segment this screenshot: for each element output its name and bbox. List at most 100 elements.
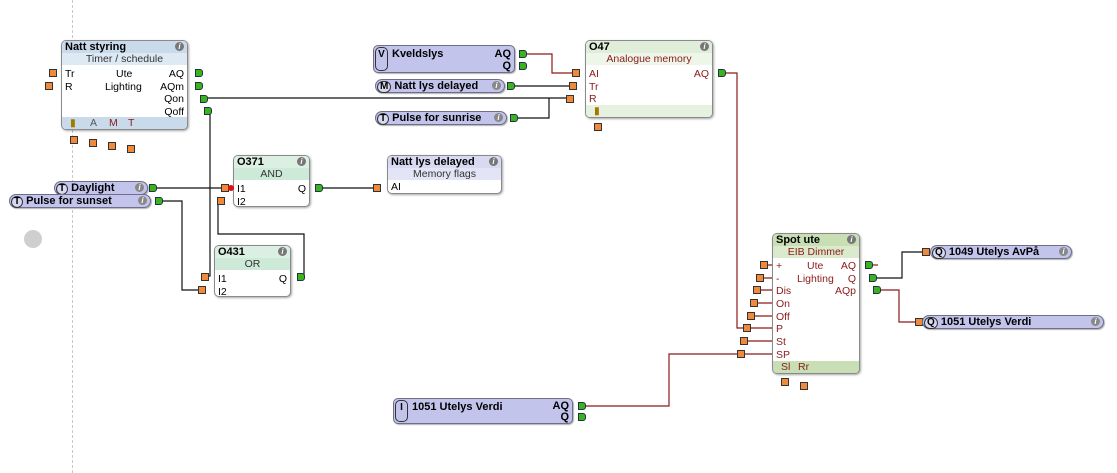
block-title: Daylight xyxy=(71,182,115,194)
output-pin-q[interactable] xyxy=(315,184,323,192)
param-pin-a[interactable] xyxy=(89,139,97,147)
input-label-plus: + xyxy=(776,260,783,272)
wire-spot-stubs xyxy=(742,264,773,355)
info-icon[interactable]: i xyxy=(278,247,287,256)
input-label-sp: SP xyxy=(776,349,791,361)
block-daylight[interactable]: T Daylight i xyxy=(54,181,148,195)
output-pin-aqp[interactable] xyxy=(873,286,881,294)
param-pin-t[interactable] xyxy=(127,145,135,153)
input-pin-on[interactable] xyxy=(750,299,758,307)
input-pin-i2[interactable] xyxy=(217,197,225,205)
output-pin-aq[interactable] xyxy=(519,50,527,58)
foot-param-rr: Rr xyxy=(798,361,810,373)
input-pin-r[interactable] xyxy=(566,95,574,103)
output-pin[interactable] xyxy=(149,184,157,192)
info-icon[interactable]: i xyxy=(138,196,147,205)
output-pin-aq[interactable] xyxy=(865,261,873,269)
block-pulse-for-sunset[interactable]: T Pulse for sunset i xyxy=(9,194,151,208)
foot-param-t: T xyxy=(128,117,135,129)
input-label-i2: I2 xyxy=(237,196,246,208)
input-pin-sp[interactable] xyxy=(737,350,745,358)
block-tag-m: M xyxy=(377,81,392,93)
input-pin-ai[interactable] xyxy=(572,69,580,77)
info-icon[interactable]: i xyxy=(1059,247,1068,256)
input-pin[interactable] xyxy=(922,248,930,256)
output-pin-aq[interactable] xyxy=(195,69,203,77)
output-pin[interactable] xyxy=(507,82,515,90)
output-pin[interactable] xyxy=(155,197,163,205)
output-pin-qoff[interactable] xyxy=(204,107,212,115)
block-title: Natt lys delayed xyxy=(394,80,479,92)
output-pin-aqm[interactable] xyxy=(195,82,203,90)
output-pin-aq[interactable] xyxy=(578,402,586,410)
input-pin-dis[interactable] xyxy=(753,286,761,294)
info-icon[interactable]: i xyxy=(847,235,856,244)
input-pin-plus[interactable] xyxy=(760,261,768,269)
output-label-qoff: Qoff xyxy=(164,106,184,118)
input-label-ai: AI xyxy=(589,68,599,80)
input-pin-ai[interactable] xyxy=(373,184,381,192)
info-icon[interactable]: i xyxy=(489,157,498,166)
input-pin-off[interactable] xyxy=(747,312,755,320)
block-title: Spot ute xyxy=(776,234,820,246)
input-pin-tr[interactable] xyxy=(49,69,57,77)
wire-kveldslys-to-ai xyxy=(526,53,572,74)
output-label-q: Q xyxy=(278,273,287,285)
block-name-line1: Ute xyxy=(116,68,133,80)
param-pin-sl[interactable] xyxy=(781,378,789,386)
page-guide-line xyxy=(72,0,73,473)
output-pin-q[interactable] xyxy=(519,62,527,70)
info-icon[interactable]: i xyxy=(135,183,144,192)
input-pin-tr[interactable] xyxy=(569,82,577,90)
block-title: O431 xyxy=(218,246,245,258)
info-icon[interactable]: i xyxy=(492,81,501,90)
block-tag-q: Q xyxy=(924,317,938,329)
param-pin-m[interactable] xyxy=(108,142,116,150)
block-natt-lys-delayed-m[interactable]: M Natt lys delayed i xyxy=(375,79,505,93)
output-pin-q[interactable] xyxy=(869,274,877,282)
output-pin-qon[interactable] xyxy=(200,95,208,103)
input-pin-st[interactable] xyxy=(740,337,748,345)
block-q-1049-utelys-avpa[interactable]: Q 1049 Utelys AvPå i xyxy=(930,245,1072,259)
block-title: Natt styring xyxy=(65,41,127,53)
wire-qoff-to-o431-i1 xyxy=(205,111,211,277)
output-pin-aq[interactable] xyxy=(718,69,726,77)
block-title: Pulse for sunrise xyxy=(392,112,482,124)
param-pin-rr[interactable] xyxy=(800,382,808,390)
input-pin-p[interactable] xyxy=(743,324,751,332)
block-q-1051-utelys-verdi[interactable]: Q 1051 Utelys Verdi i xyxy=(922,315,1104,329)
input-label-i1: I1 xyxy=(237,183,246,195)
lock-icon: ▮ xyxy=(70,117,76,129)
input-label-on: On xyxy=(776,298,791,310)
block-kveldslys[interactable]: V Kveldslys AQ Q xyxy=(373,45,515,73)
param-pin-lock[interactable] xyxy=(70,136,78,144)
info-icon[interactable]: i xyxy=(494,113,503,122)
output-pin[interactable] xyxy=(510,114,518,122)
block-pulse-for-sunrise[interactable]: T Pulse for sunrise i xyxy=(375,111,507,125)
input-pin-minus[interactable] xyxy=(756,274,764,282)
info-icon[interactable]: i xyxy=(175,42,184,51)
block-i-1051-utelys-verdi[interactable]: I 1051 Utelys Verdi AQ Q xyxy=(393,398,573,424)
output-pin-q[interactable] xyxy=(578,413,586,421)
param-pin-lock[interactable] xyxy=(594,123,602,131)
block-title: O371 xyxy=(237,156,264,168)
info-icon[interactable]: i xyxy=(1091,317,1100,326)
input-pin-r[interactable] xyxy=(45,82,53,90)
input-pin-i2[interactable] xyxy=(198,286,206,294)
block-type: Timer / schedule xyxy=(62,53,187,65)
input-pin-i1[interactable] xyxy=(201,273,209,281)
output-label-q: Q xyxy=(502,60,511,72)
input-label-minus: - xyxy=(776,273,780,285)
info-icon[interactable]: i xyxy=(700,42,709,51)
info-icon[interactable]: i xyxy=(297,157,306,166)
output-pin-q[interactable] xyxy=(297,273,305,281)
block-title: 1051 Utelys Verdi xyxy=(412,401,503,413)
input-label-ai: AI xyxy=(391,181,401,193)
